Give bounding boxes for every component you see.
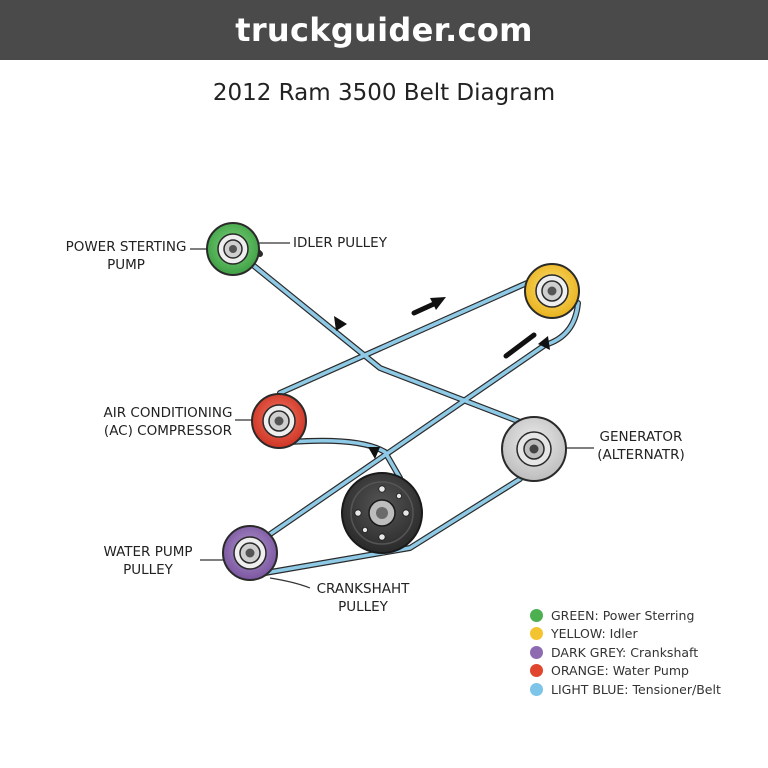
legend-text: YELLOW: Idler <box>551 626 638 642</box>
idler-pulley <box>524 263 580 319</box>
legend-item: DARK GREY: Crankshaft <box>530 643 721 662</box>
label-water-pump: WATER PUMP PULLEY <box>96 543 200 579</box>
arrow-head-2 <box>368 447 380 459</box>
legend-dot-icon <box>530 682 543 696</box>
water-pump-pulley <box>222 525 278 581</box>
legend-item: YELLOW: Idler <box>530 625 721 644</box>
legend-text: DARK GREY: Crankshaft <box>551 644 699 660</box>
label-ac-line2: (AC) COMPRESSOR <box>103 423 233 439</box>
generator-alternator-pulley <box>501 416 567 482</box>
ac-compressor-pulley <box>251 393 307 449</box>
rotation-indicators <box>411 297 537 359</box>
site-name: truckguider.com <box>235 11 533 49</box>
legend-text: GREEN: Power Sterring <box>551 607 695 623</box>
label-idler-pulley: IDLER PULLEY <box>293 235 387 251</box>
label-power-steering-line2: PUMP <box>107 257 145 273</box>
diagram-title: 2012 Ram 3500 Belt Diagram <box>212 80 556 106</box>
label-power-steering-pump: POWER STERTING PUMP <box>60 238 192 274</box>
crankshaft-pulley <box>341 472 423 554</box>
serpentine-belt <box>230 237 581 576</box>
legend-item: GREEN: Power Sterring <box>530 606 721 625</box>
site-banner: truckguider.com <box>0 0 768 60</box>
label-water-pump-line1: WATER PUMP <box>103 544 193 560</box>
label-power-steering-line1: POWER STERTING <box>65 239 187 255</box>
power-steering-pump-pulley <box>206 222 260 276</box>
legend-item: LIGHT BLUE: Tensioner/Belt <box>530 680 721 699</box>
label-crankshaft-line2: PULLEY <box>338 599 388 615</box>
arrow-head-3 <box>538 336 550 350</box>
rotation-arrow-lower <box>503 332 537 359</box>
legend-item: ORANGE: Water Pump <box>530 662 721 681</box>
belt-direction-arrows <box>334 316 550 459</box>
label-generator-line2: (ALTERNATR) <box>597 447 685 463</box>
color-legend: GREEN: Power Sterring YELLOW: Idler DARK… <box>530 606 721 699</box>
legend-dot-icon <box>530 608 543 622</box>
legend-dot-icon <box>530 645 543 659</box>
label-crankshaft: CRANKSHAHT PULLEY <box>304 580 422 616</box>
rotation-arrow-upper <box>411 300 439 316</box>
legend-dot-icon <box>530 627 543 641</box>
label-crankshaft-line1: CRANKSHAHT <box>316 581 410 597</box>
label-generator-line1: GENERATOR <box>599 429 683 445</box>
arrow-head-1 <box>334 316 347 331</box>
legend-dot-icon <box>530 664 543 678</box>
label-ac-compressor: AIR CONDITIONING (AC) COMPRESSOR <box>98 404 238 440</box>
label-water-pump-line2: PULLEY <box>123 562 173 578</box>
label-ac-line1: AIR CONDITIONING <box>103 405 233 421</box>
label-generator: GENERATOR (ALTERNATR) <box>588 428 694 464</box>
legend-text: ORANGE: Water Pump <box>551 663 689 679</box>
legend-text: LIGHT BLUE: Tensioner/Belt <box>551 681 721 697</box>
